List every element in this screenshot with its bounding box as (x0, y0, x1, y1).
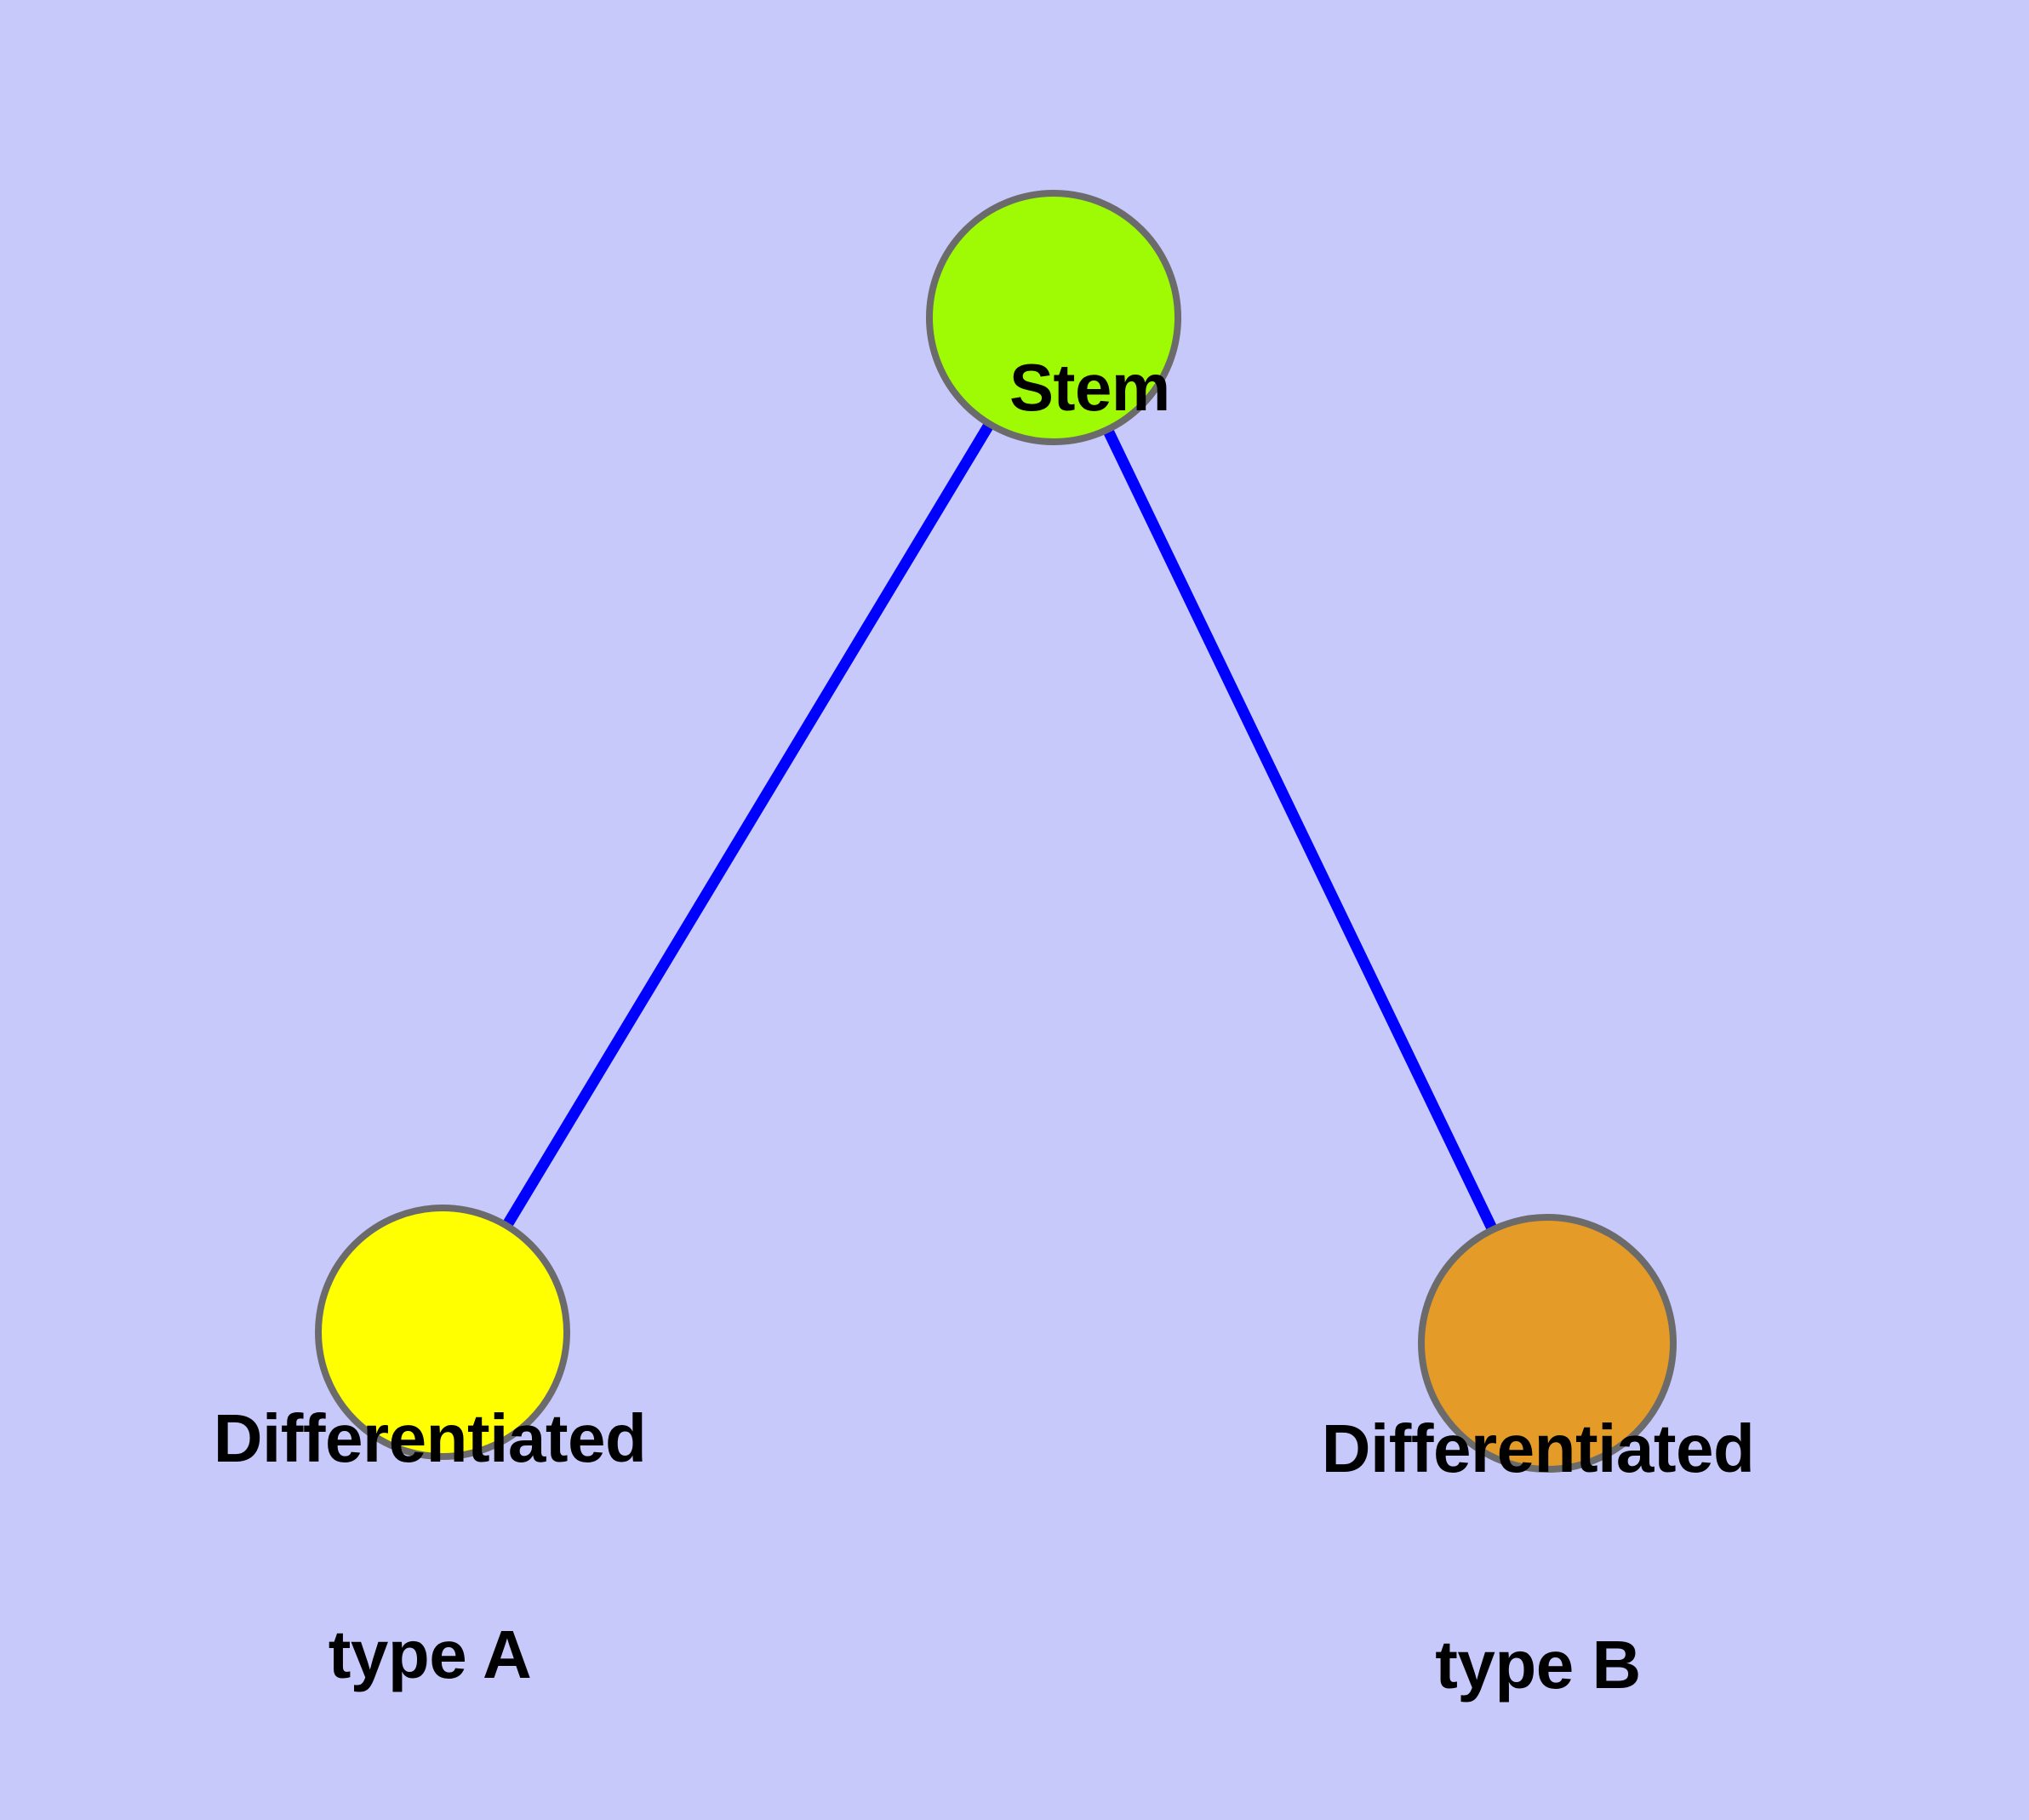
edge-stem-to-differentiated-type-b[interactable] (1049, 315, 1552, 1346)
node-layer (315, 190, 1677, 1473)
edge-layer (437, 314, 1552, 1346)
node-circle-differentiated-type-b[interactable] (1418, 1214, 1677, 1473)
node-circle-stem[interactable] (926, 190, 1181, 445)
node-circle-differentiated-type-a[interactable] (315, 1205, 570, 1460)
edge-stem-to-differentiated-type-a[interactable] (437, 314, 1059, 1336)
